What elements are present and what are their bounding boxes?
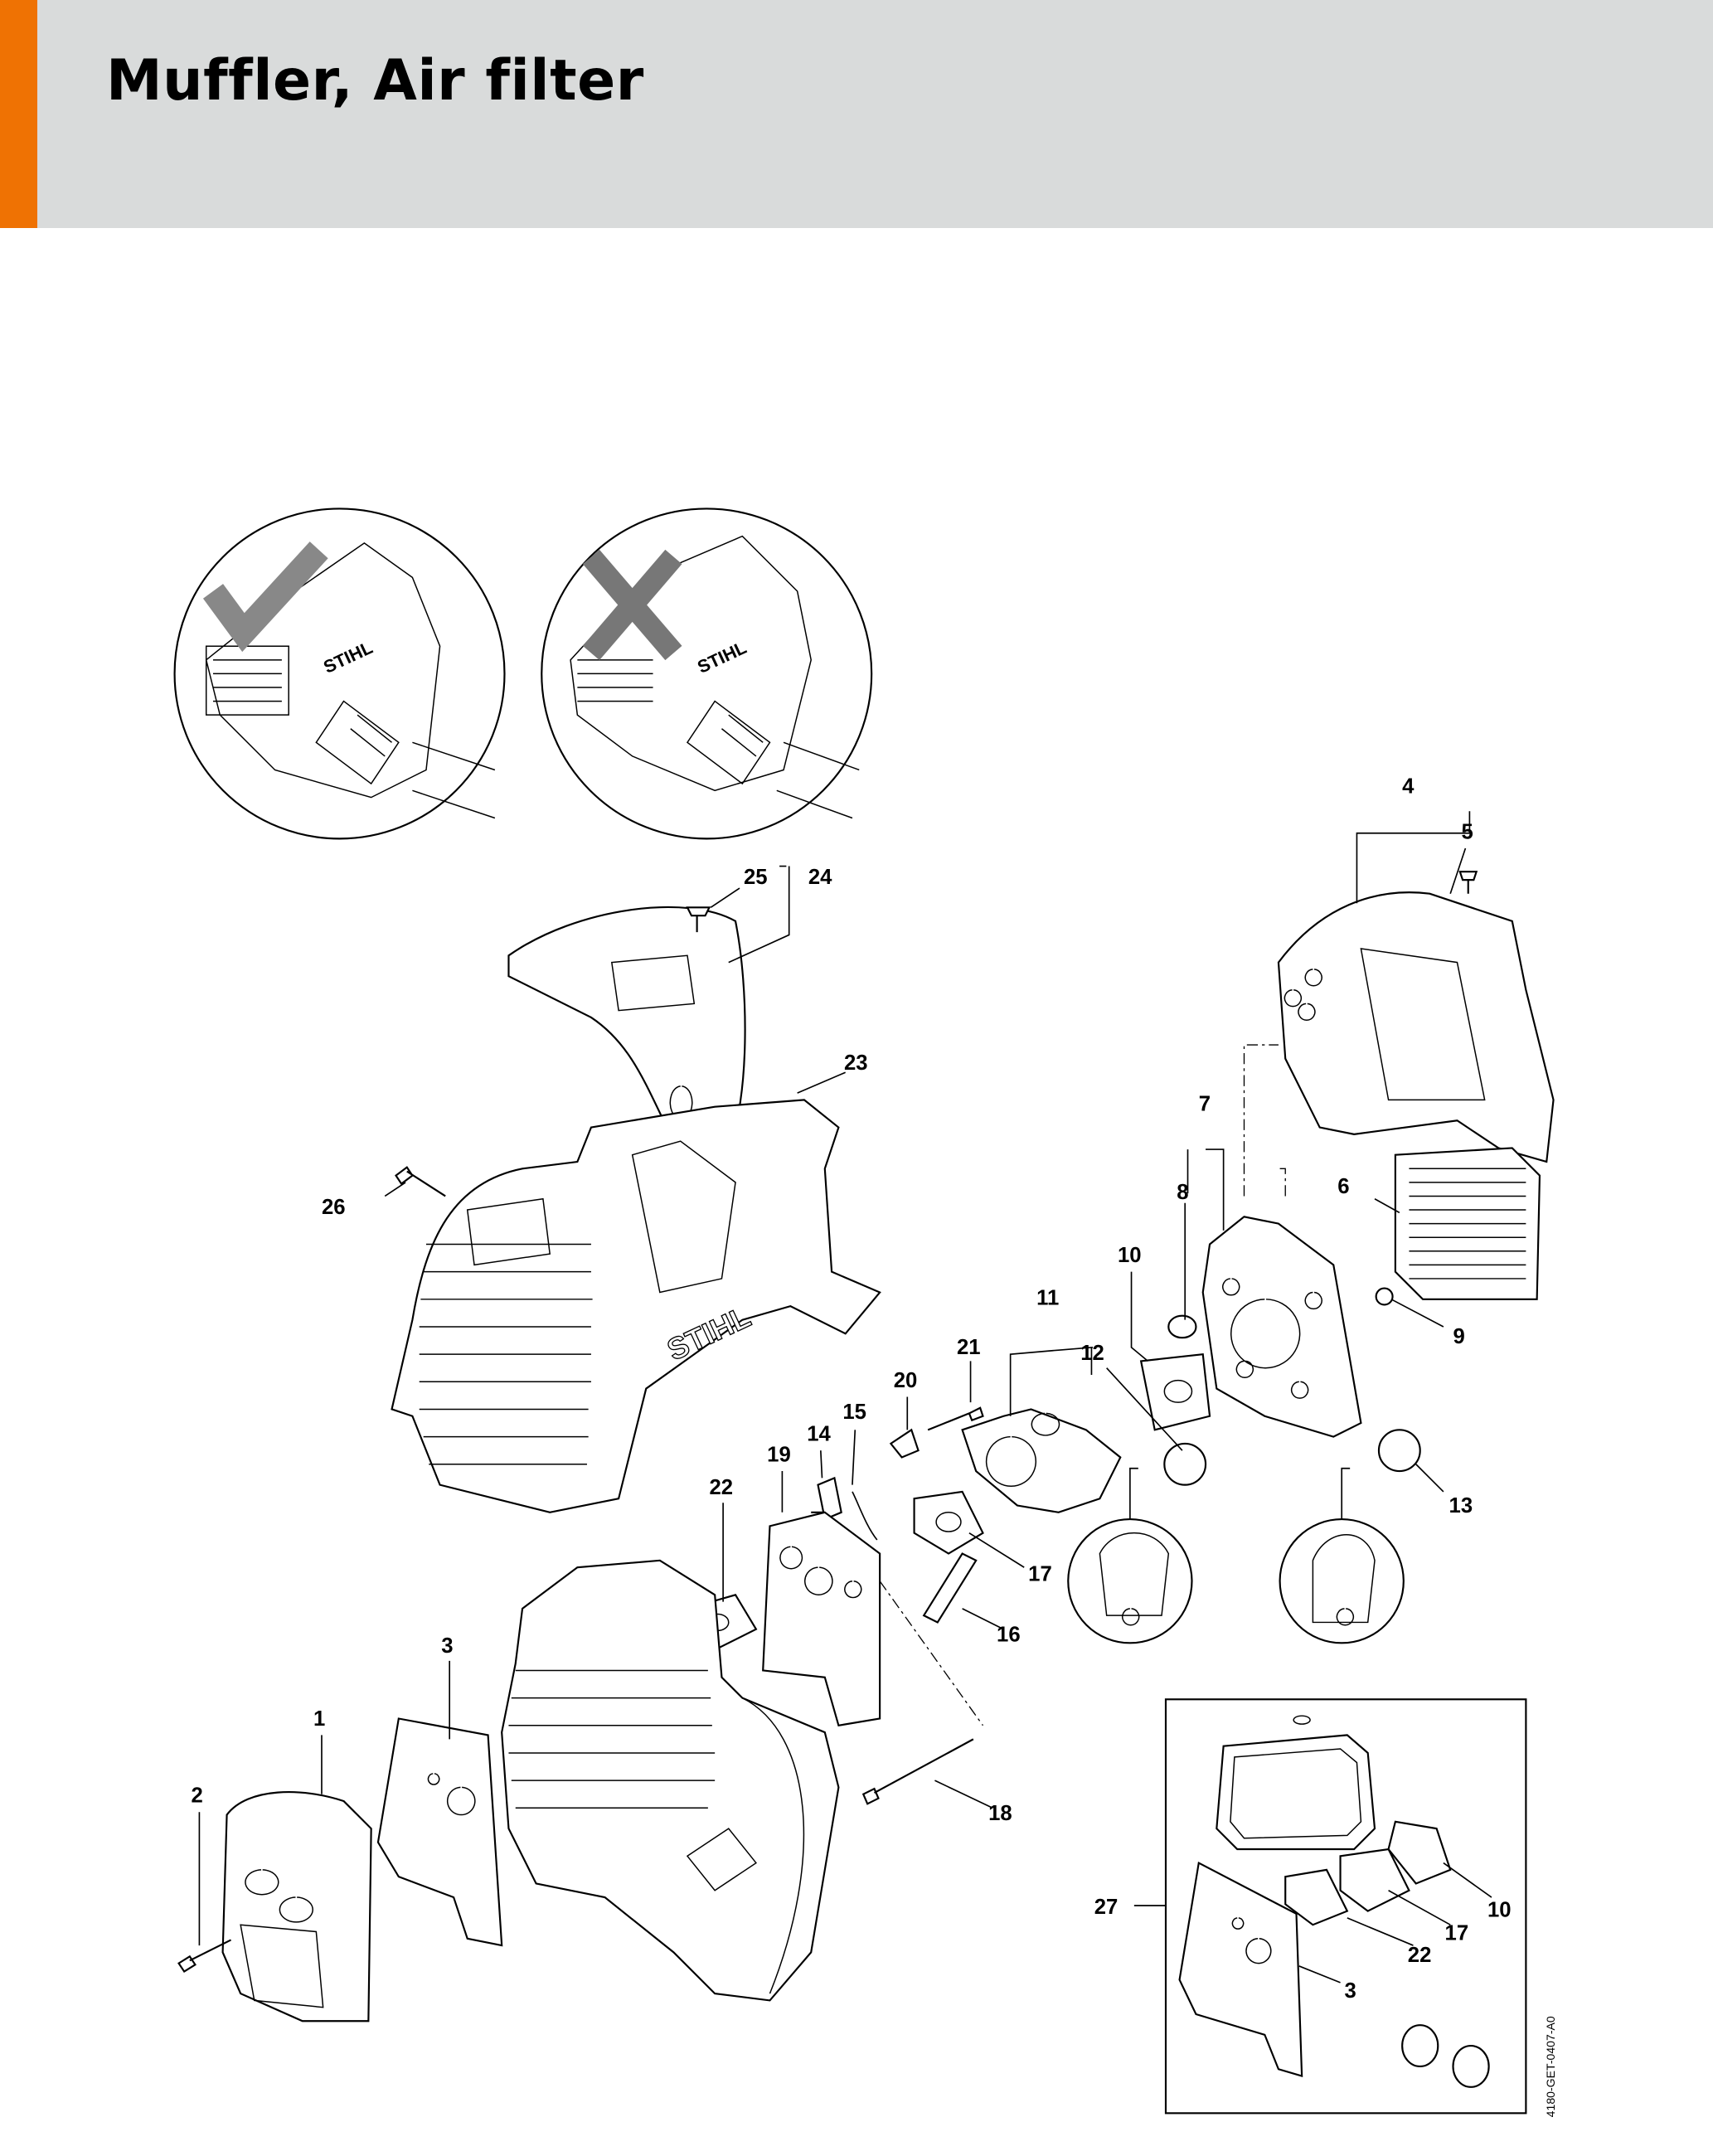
part-gasket-17 (913, 1490, 984, 1555)
callout-21: 21 (957, 1336, 981, 1359)
drawing-code: 4180-GET-0407-A0 (1544, 2016, 1557, 2117)
callout-4: 4 (1402, 775, 1415, 799)
kit-callout-22: 22 (1408, 1944, 1432, 1967)
callout-23: 23 (844, 1051, 868, 1075)
part-gasket-10 (1139, 1352, 1211, 1431)
callout-22: 22 (710, 1476, 734, 1499)
callout-labels: 4 5 25 24 23 26 7 8 6 9 10 11 12 21 20 1… (191, 775, 1511, 2003)
part-heat-shield-3 (376, 1717, 503, 1947)
callout-2: 2 (191, 1785, 202, 1808)
part-muffler (221, 1791, 372, 2022)
part-intake-manifold (762, 1511, 881, 1727)
callout-25: 25 (744, 866, 768, 889)
callout-3: 3 (441, 1634, 453, 1658)
part-spring-15 (852, 1491, 878, 1541)
part-base-plate (1201, 1216, 1362, 1438)
callout-12: 12 (1080, 1342, 1104, 1365)
part-bolt-26 (395, 1166, 446, 1197)
part-air-filter-cover (1277, 891, 1555, 1163)
callout-13: 13 (1449, 1494, 1473, 1517)
part-hose-16 (922, 1552, 978, 1624)
part-carburetor (961, 1408, 1122, 1513)
part-screw-2 (177, 1939, 232, 1974)
callout-17: 17 (1028, 1563, 1052, 1586)
kit-callout-3: 3 (1345, 1979, 1356, 2003)
incorrect-variant-image: STIHL (541, 507, 873, 840)
part-bracket-20 (889, 1428, 920, 1459)
part-screw-5 (1458, 871, 1478, 894)
correct-variant-image: STIHL (173, 507, 506, 840)
callout-24: 24 (808, 866, 832, 889)
checkmark-icon (202, 541, 328, 653)
part-screw-25 (686, 906, 711, 933)
part-nut-9 (1375, 1287, 1394, 1306)
part-sleeve-8 (1167, 1314, 1197, 1339)
callout-1: 1 (313, 1707, 325, 1731)
part-choke-13 (1377, 1429, 1421, 1473)
header-bar (0, 0, 1713, 228)
callout-14: 14 (807, 1423, 831, 1446)
callout-11: 11 (1036, 1286, 1059, 1309)
callout-27: 27 (1094, 1896, 1119, 1919)
callout-19: 19 (767, 1443, 791, 1466)
kit-callout-10: 10 (1487, 1898, 1512, 1921)
page-title: Muffler, Air filter (106, 48, 644, 114)
part-choke-12 (1163, 1442, 1207, 1486)
callout-26: 26 (322, 1196, 346, 1219)
cross-icon (582, 549, 682, 661)
callout-7: 7 (1199, 1093, 1211, 1116)
callout-8: 8 (1177, 1181, 1188, 1204)
callout-18: 18 (988, 1802, 1012, 1825)
callout-6: 6 (1337, 1175, 1349, 1198)
callout-16: 16 (997, 1624, 1021, 1647)
callout-10: 10 (1118, 1244, 1142, 1267)
kit-callout-17: 17 (1445, 1921, 1469, 1945)
callout-20: 20 (894, 1369, 918, 1392)
header-accent-stripe (0, 0, 37, 228)
callout-9: 9 (1453, 1325, 1465, 1348)
callout-5: 5 (1461, 820, 1473, 843)
part-screw-21 (927, 1406, 984, 1431)
detail-inset-12 (1067, 1518, 1193, 1644)
part-bolt-18 (861, 1738, 974, 1805)
callout-15: 15 (842, 1401, 866, 1424)
part-engine-shroud (391, 1099, 881, 1513)
